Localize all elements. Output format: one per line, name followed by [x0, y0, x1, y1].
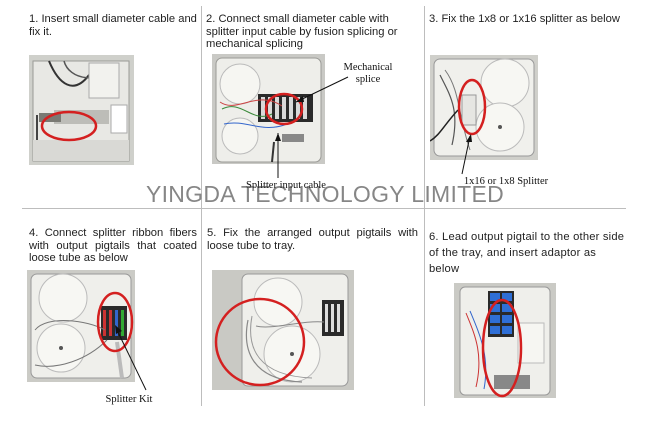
highlight-circle — [457, 78, 487, 136]
splitter-arrow — [461, 134, 472, 175]
highlight-circle — [214, 297, 306, 387]
step-5-photo — [212, 270, 354, 390]
step-6-text: 6. Lead output pigtail to the other side… — [429, 231, 625, 275]
highlight-circle — [96, 291, 134, 353]
step-6-photo — [454, 283, 556, 398]
highlight-circle — [264, 92, 304, 126]
step-2-photo — [212, 54, 325, 164]
row-divider — [22, 208, 626, 209]
step-4-photo — [27, 270, 135, 382]
mechanical-splice-label: Mechanical splice — [343, 62, 393, 85]
column-divider-2 — [424, 6, 425, 406]
step-2-text: 2. Connect small diameter cable with spl… — [206, 13, 398, 50]
splitter-input-cable-label: Splitter input cable — [246, 180, 326, 191]
step-5-text: 5. Fix the arranged output pigtails with… — [207, 227, 418, 252]
highlight-circle — [40, 110, 98, 142]
step-1-text: 1. Insert small diameter cable and fix i… — [29, 13, 197, 38]
callout-arrows — [275, 76, 349, 178]
step-1-photo — [29, 55, 134, 165]
step-3-text: 3. Fix the 1x8 or 1x16 splitter as below — [429, 13, 620, 25]
highlight-circle — [481, 298, 523, 398]
splitter-kit-arrow — [115, 325, 147, 391]
step-4-text: 4. Connect splitter ribbon fibers with o… — [29, 227, 197, 264]
watermark: YINGDA TECHNOLOGY LIMITED — [145, 181, 505, 207]
splitter-kit-label: Splitter Kit — [105, 394, 153, 405]
step-3-photo — [430, 55, 538, 160]
column-divider-1 — [201, 6, 202, 406]
splitter-type-label: 1x16 or 1x8 Splitter — [463, 176, 549, 187]
